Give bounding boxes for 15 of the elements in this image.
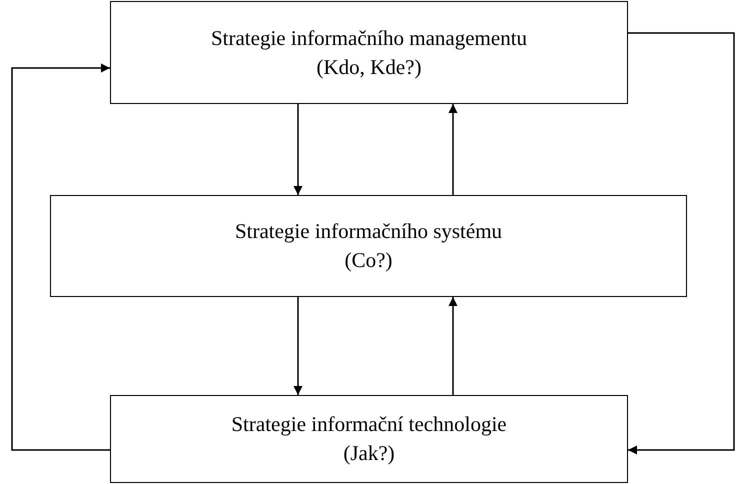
strategy-question: (Co?) <box>344 247 392 274</box>
arrow <box>628 32 735 454</box>
strategy-box <box>110 395 628 483</box>
arrow <box>294 104 302 195</box>
strategy-title: Strategie informačního systému <box>234 218 502 245</box>
strategy-question: (Kdo, Kde?) <box>316 54 422 80</box>
arrow <box>294 297 302 395</box>
strategy-title: Strategie informační technologie <box>231 411 507 438</box>
strategy-question: (Jak?) <box>343 440 395 467</box>
arrow <box>448 297 458 395</box>
arrow <box>11 64 110 451</box>
strategy-title: Strategie informačního managementu <box>210 24 528 52</box>
arrow <box>448 104 458 195</box>
strategy-box <box>50 195 687 297</box>
strategy-box <box>110 1 628 104</box>
